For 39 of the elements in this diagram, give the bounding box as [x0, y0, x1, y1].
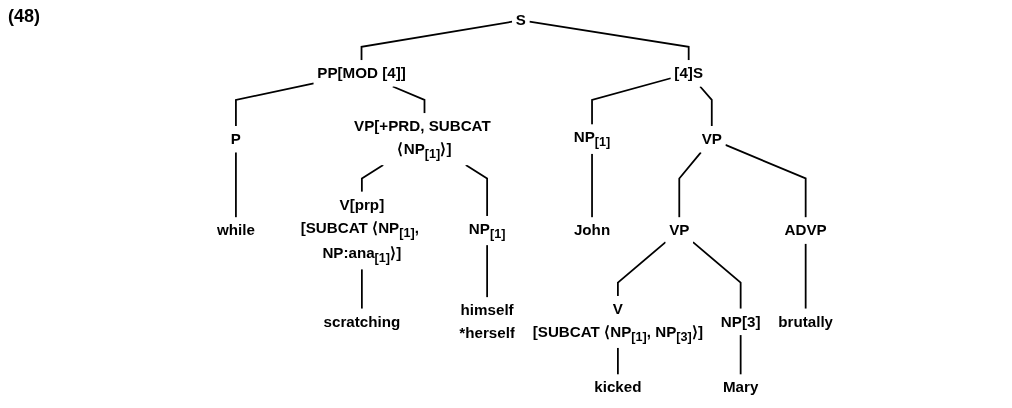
connector [678, 151, 702, 219]
connector [692, 241, 742, 310]
node-text: [4]S [674, 64, 703, 82]
connector [739, 334, 742, 376]
connector [235, 82, 315, 127]
node-text: P [230, 130, 241, 148]
node-text: John [573, 221, 611, 239]
connector [361, 164, 385, 193]
connector [486, 244, 488, 299]
connector [804, 242, 807, 310]
node-text: NP$_{[1]}$ [468, 220, 506, 241]
node-text: V [SUBCAT ⟨NP$_{[1]}$, NP$_{[3]}$⟩] [532, 300, 704, 344]
connector [617, 241, 667, 297]
node-text: NP[3] [720, 313, 761, 331]
connector [391, 85, 426, 115]
node-text: scratching [323, 313, 401, 331]
connector [528, 20, 690, 62]
node-text: while [216, 221, 255, 239]
node-text: VP[+PRD, SUBCAT ⟨NP$_{[1]}$⟩] [354, 117, 491, 161]
connector [699, 85, 713, 127]
connector [724, 144, 807, 219]
connector [360, 20, 514, 62]
node-text: brutally [778, 313, 834, 331]
connector [361, 268, 363, 310]
node-text: S [515, 11, 526, 29]
node-text: V[prp] [SUBCAT ⟨NP$_{[1]}$, NP:ana$_{[1]}$⟩] [300, 196, 419, 265]
node-text: VP [701, 130, 722, 148]
connector [617, 346, 619, 376]
node-text: ADVP [784, 221, 827, 239]
node-text: VP [669, 221, 690, 239]
node-text: himself *herself [459, 301, 515, 342]
connector [591, 77, 672, 126]
connector [591, 152, 593, 219]
connector [235, 151, 237, 219]
node-text: NP$_{[1]}$ [573, 129, 611, 150]
node-text: PP[MOD [4]] [317, 64, 406, 82]
example-number: (48) [8, 6, 40, 27]
node-text: kicked [594, 379, 642, 396]
node-text: Mary [722, 379, 759, 396]
